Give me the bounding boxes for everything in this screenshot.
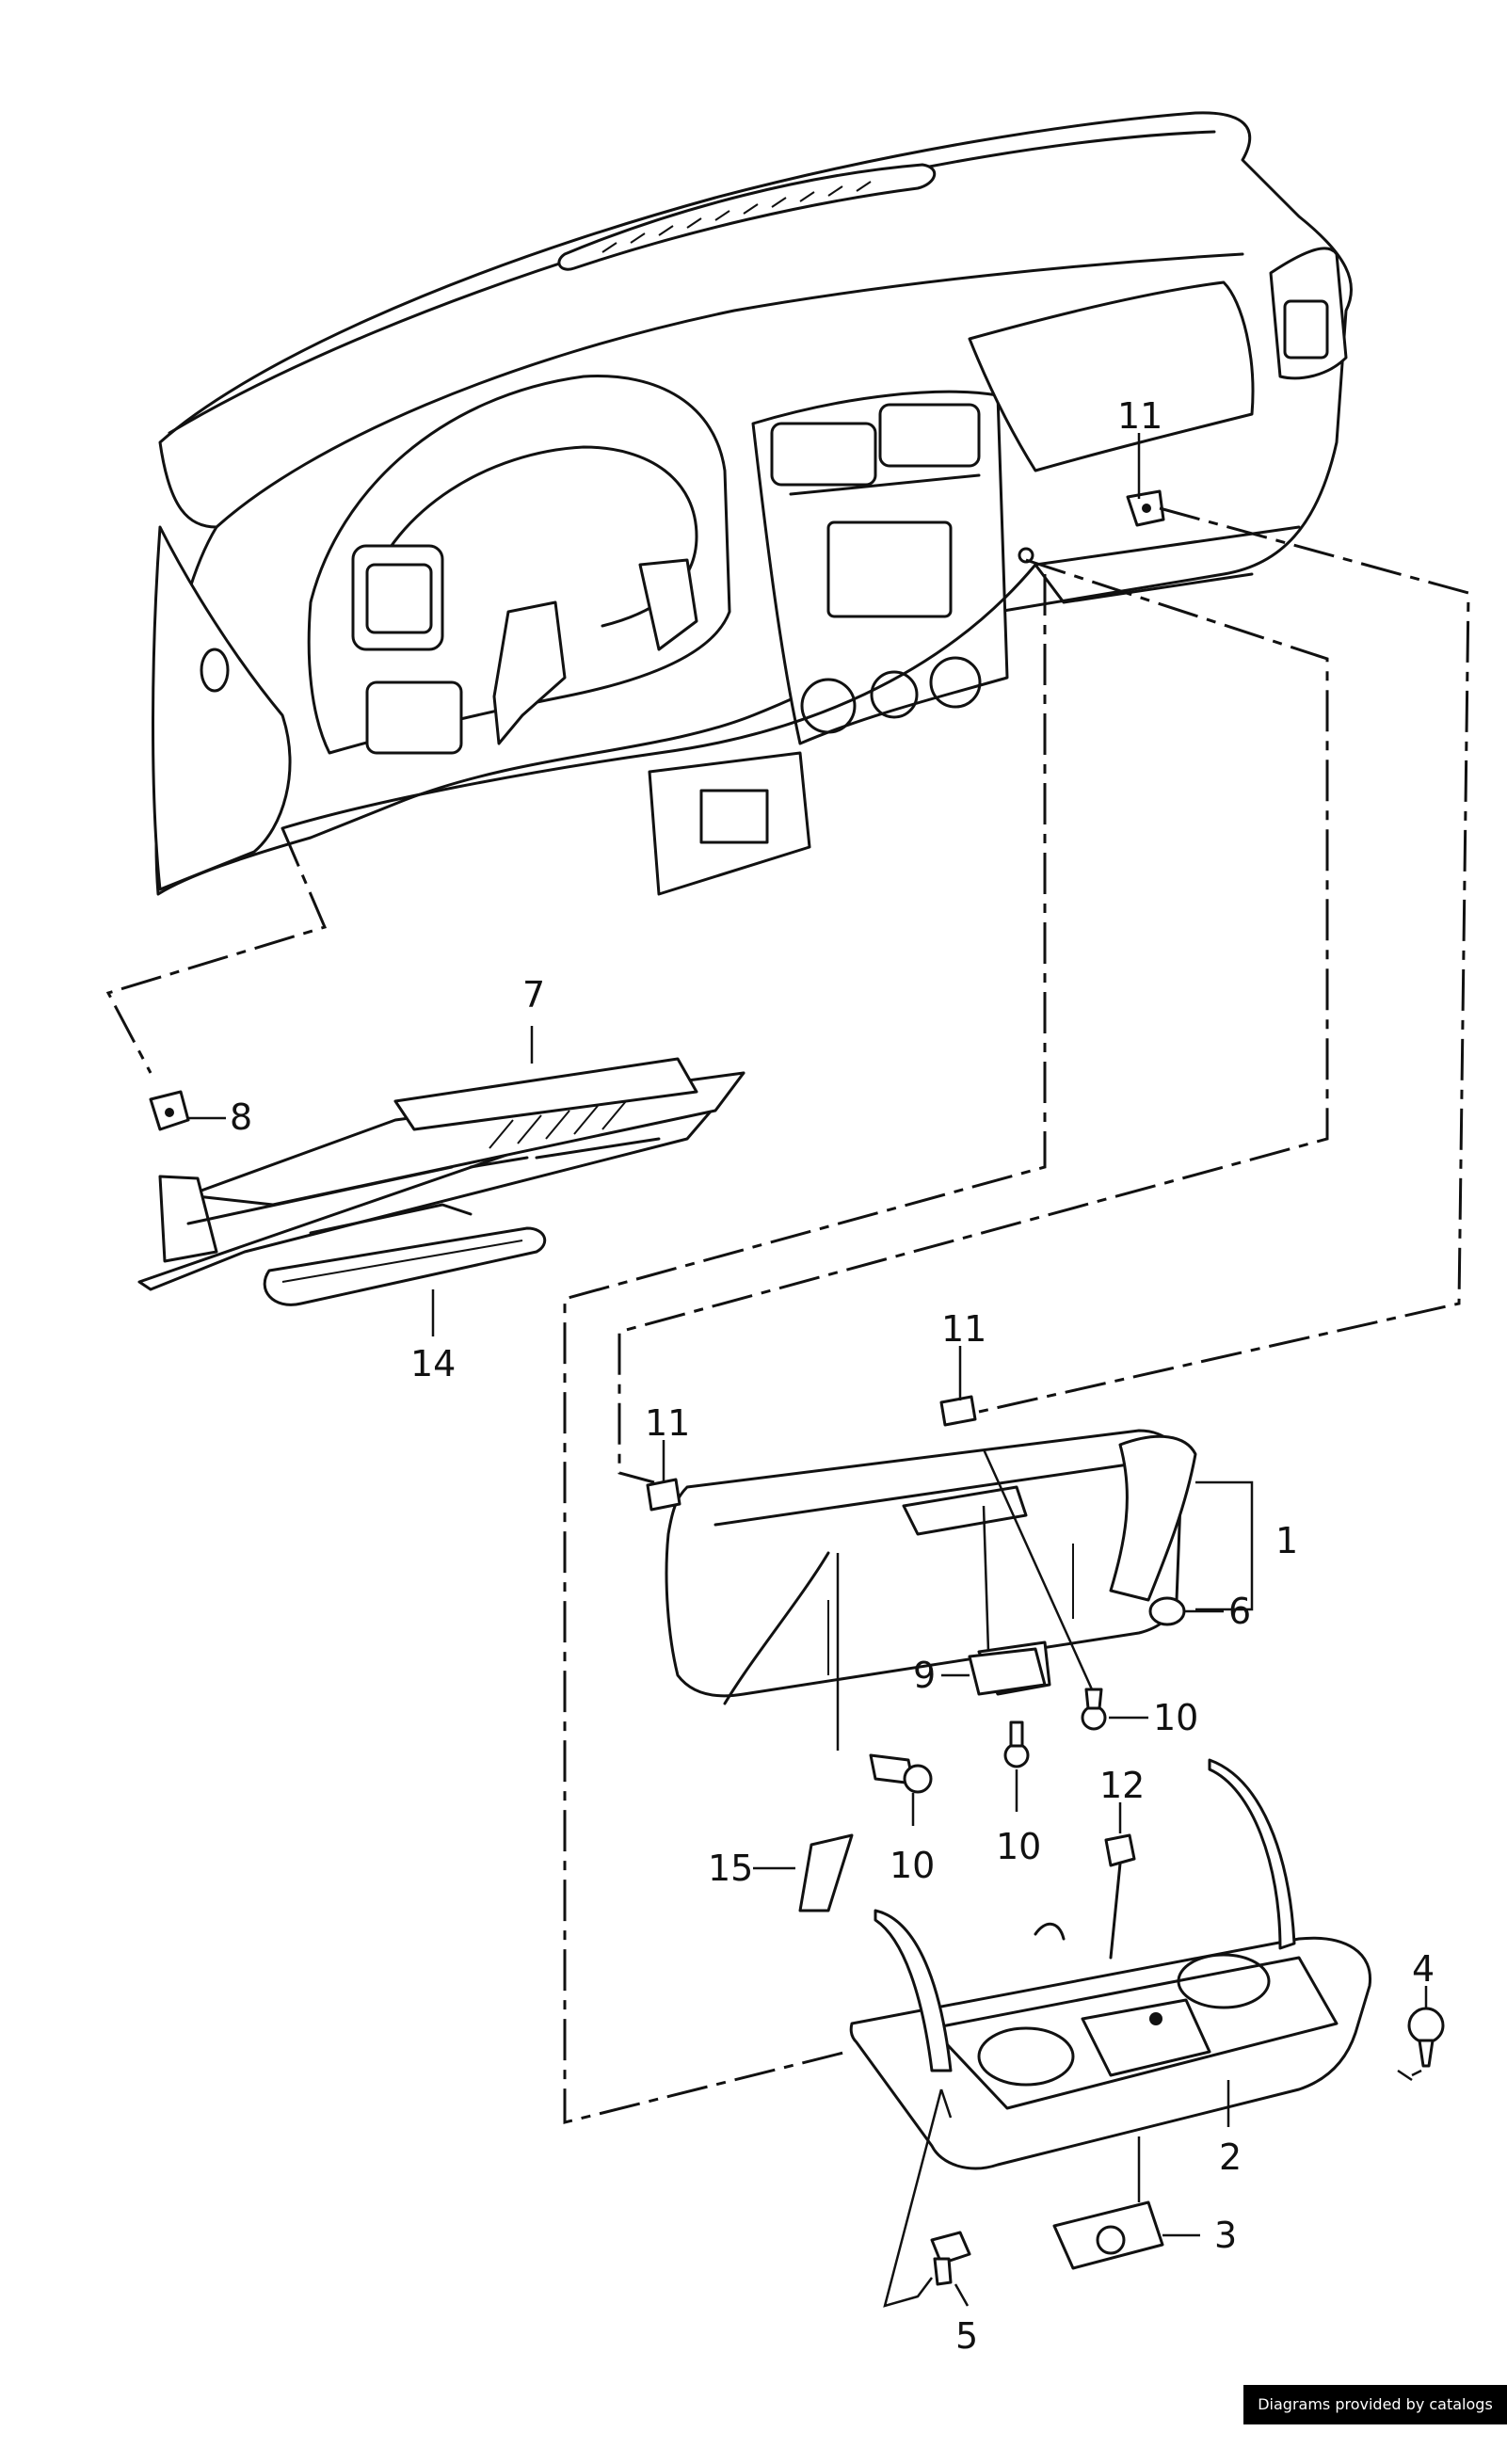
part-10-screws	[869, 1688, 1107, 1794]
callout-labels: 1 2 3 4 5 6 7 8 9 10 10 10 11 11 11 12 1…	[230, 395, 1435, 2357]
callout-4: 4	[1412, 1948, 1435, 1990]
callout-1: 1	[1275, 1520, 1298, 1561]
callout-12: 12	[1099, 1765, 1145, 1806]
callout-3: 3	[1214, 2215, 1237, 2256]
diagram-credit-badge: Diagrams provided by catalogs parts	[1243, 2385, 1507, 2453]
callout-11-middle: 11	[941, 1308, 986, 1350]
part-8-clip	[149, 1090, 190, 1131]
callout-10-right: 10	[1153, 1697, 1198, 1738]
part-14-rubber-mat	[263, 1226, 547, 1306]
callout-10-center: 10	[996, 1826, 1041, 1867]
part-2-glovebox-lid	[849, 1758, 1372, 2170]
callout-11-left: 11	[645, 1402, 690, 1444]
callout-5: 5	[955, 2315, 978, 2357]
part-7-upper-storage-tray	[137, 1057, 745, 1291]
callout-8: 8	[230, 1096, 252, 1138]
callout-10-left: 10	[890, 1845, 935, 1886]
callout-2: 2	[1219, 2136, 1242, 2178]
part-9-bracket	[968, 1647, 1047, 1696]
callout-11-top: 11	[1117, 395, 1162, 437]
callout-9: 9	[913, 1655, 936, 1696]
part-6-bumper	[1148, 1596, 1186, 1626]
callout-15: 15	[708, 1848, 753, 1889]
leader-lines	[188, 433, 1428, 2307]
assembly-dashed-lines	[105, 506, 1470, 2308]
callout-7: 7	[522, 974, 545, 1016]
part-11-clips	[646, 1395, 977, 1512]
callout-14: 14	[410, 1343, 456, 1384]
callout-6: 6	[1228, 1591, 1251, 1632]
part-3-latch	[1052, 2200, 1164, 2270]
part-4-screw	[1407, 2007, 1445, 2068]
part-15-clip	[798, 1833, 854, 1912]
part-12-clip	[1104, 1833, 1136, 1960]
dashboard-panel	[152, 111, 1354, 896]
part-5-bolt	[930, 2231, 971, 2286]
